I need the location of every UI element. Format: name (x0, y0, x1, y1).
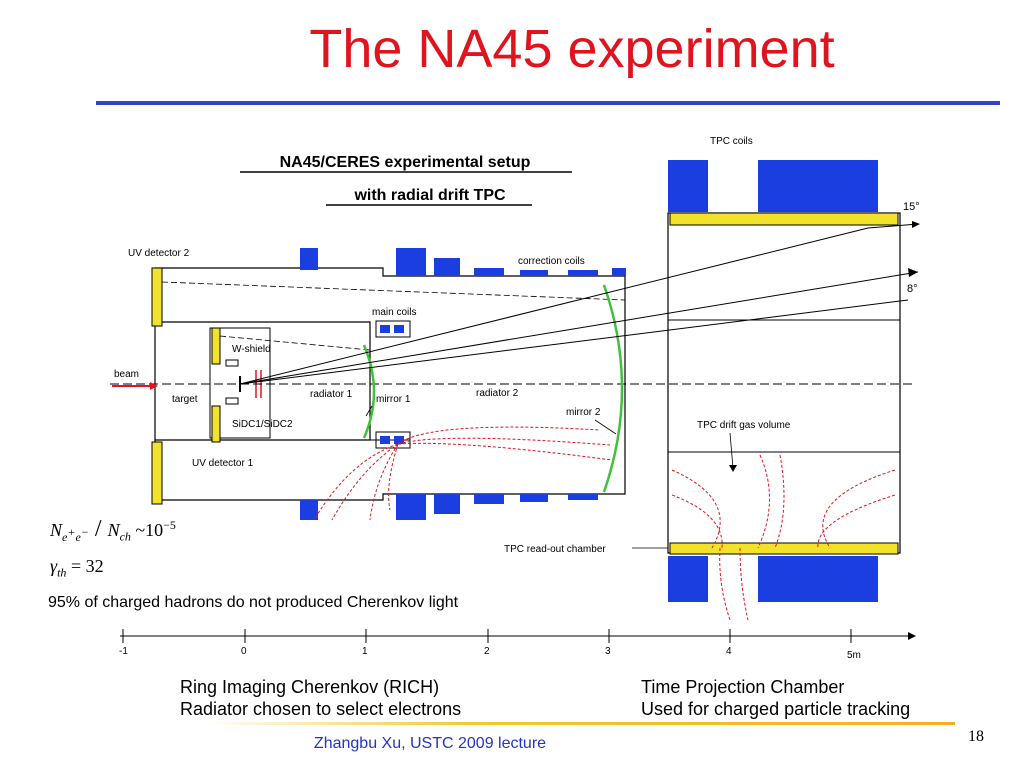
mirror-2-leader (594, 419, 617, 435)
label-tpc-drift-gas: TPC drift gas volume (697, 420, 791, 431)
diagram-heading-1: NA45/CERES experimental setup (280, 154, 531, 171)
coil-bottom-6 (568, 494, 598, 500)
rich-outer-body (155, 267, 626, 501)
tpc-caption-1: Time Projection Chamber (641, 677, 845, 697)
label-main-coils: main coils (372, 307, 416, 318)
main-coil-lower-b (394, 436, 404, 444)
rich-photon-tracks (313, 426, 613, 521)
diagram-heading-2: with radial drift TPC (353, 187, 506, 204)
track-8deg (239, 299, 909, 385)
tpc-coil-bottom-right (758, 556, 878, 602)
drift-gas-arrowhead (729, 465, 737, 472)
label-w-shield: W-shield (232, 344, 271, 355)
uv-detector-1 (151, 441, 163, 505)
track-8deg-ext (239, 271, 919, 385)
mirror-1-leader (365, 405, 373, 417)
label-correction-coils: correction coils (518, 256, 585, 267)
caption-underline (205, 722, 955, 725)
label-sidc: SiDC1/SiDC2 (232, 419, 293, 430)
title-rule (96, 101, 1000, 105)
tpc-caption-2: Used for charged particle tracking (641, 699, 911, 719)
label-mirror-2: mirror 2 (566, 407, 601, 418)
scale-tick-label: 0 (241, 646, 247, 657)
scale-ticks: -1 0 1 2 3 4 5m (119, 629, 861, 661)
scale-tick-label: 2 (484, 646, 490, 657)
sidc-lower (225, 397, 239, 405)
hadron-note: 95% of charged hadrons do not produced C… (48, 594, 459, 611)
upper-dashed-ray (161, 281, 626, 301)
track-15deg-tail (867, 223, 919, 229)
label-radiator-1: radiator 1 (310, 389, 353, 400)
tpc-coil-bottom-left (668, 556, 708, 602)
label-radiator-2: radiator 2 (476, 388, 519, 399)
scale-tick-label: 5m (847, 650, 861, 661)
track-8deg-arrowhead (908, 268, 918, 277)
ratio-exponent: −5 (163, 518, 176, 532)
label-15deg: 15° (903, 201, 920, 213)
coil-top-6 (568, 270, 598, 276)
coil-bottom-3 (434, 494, 460, 514)
ratio-value: ~10 (135, 520, 164, 540)
uv-detector-1-inner (211, 405, 221, 443)
coil-top-7 (612, 268, 626, 276)
label-8deg: 8° (907, 283, 918, 295)
rich-caption-1: Ring Imaging Cherenkov (RICH) (180, 677, 440, 697)
slide-footer: Zhangbu Xu, USTC 2009 lecture (313, 735, 547, 752)
scale-tick-label: 4 (726, 646, 732, 657)
sidc-upper (225, 359, 239, 367)
target-box (209, 327, 271, 439)
rich-inner-wall (155, 321, 371, 441)
coil-bottom-1 (300, 500, 318, 520)
coil-bottom-2 (396, 494, 426, 520)
mirror-2 (602, 284, 624, 493)
coil-bottom-5 (520, 494, 548, 502)
main-coil-upper (375, 320, 411, 338)
scale-arrowhead (908, 632, 916, 640)
tpc-readout-chamber (669, 542, 899, 555)
label-beam: beam (114, 369, 139, 380)
tpc-coil-top-right (758, 160, 878, 212)
ratio-formula: Ne+e− / Nch ~10−5 (50, 516, 176, 544)
mirror-1 (362, 344, 376, 439)
label-target: target (172, 394, 198, 405)
scale-tick-label: -1 (119, 646, 128, 657)
coil-top-1 (300, 248, 318, 270)
main-coil-upper-a (380, 325, 390, 333)
slide-title: The NA45 experiment (309, 19, 835, 79)
gamma-formula: γth = 32 (50, 556, 104, 580)
drift-gas-leader (729, 432, 734, 469)
coil-top-4 (474, 268, 504, 276)
tpc-top-plate (669, 212, 899, 226)
scale-tick-label: 3 (605, 646, 611, 657)
label-tpc-coils: TPC coils (710, 136, 753, 147)
page-number: 18 (968, 728, 984, 745)
gamma-value: = 32 (70, 556, 104, 576)
rich-caption-2: Radiator chosen to select electrons (180, 699, 462, 719)
coil-bottom-4 (474, 494, 504, 504)
coil-top-5 (520, 270, 548, 276)
coil-top-3 (434, 258, 460, 276)
uv-detector-2-inner (211, 327, 221, 365)
label-uv-detector-2: UV detector 2 (128, 248, 190, 259)
label-uv-detector-1: UV detector 1 (192, 458, 254, 469)
label-tpc-readout: TPC read-out chamber (504, 544, 606, 555)
tpc-drift-lines (671, 454, 896, 621)
uv-detector-2 (151, 267, 163, 327)
scale-tick-label: 1 (362, 646, 368, 657)
main-coil-upper-b (394, 325, 404, 333)
main-coil-lower-a (380, 436, 390, 444)
tpc-coil-top-left (668, 160, 708, 212)
track-15deg (239, 227, 869, 385)
label-mirror-1: mirror 1 (376, 394, 411, 405)
coil-top-2 (396, 248, 426, 276)
inner-dashed-ray (219, 335, 371, 351)
beam-arrowhead (150, 382, 158, 390)
